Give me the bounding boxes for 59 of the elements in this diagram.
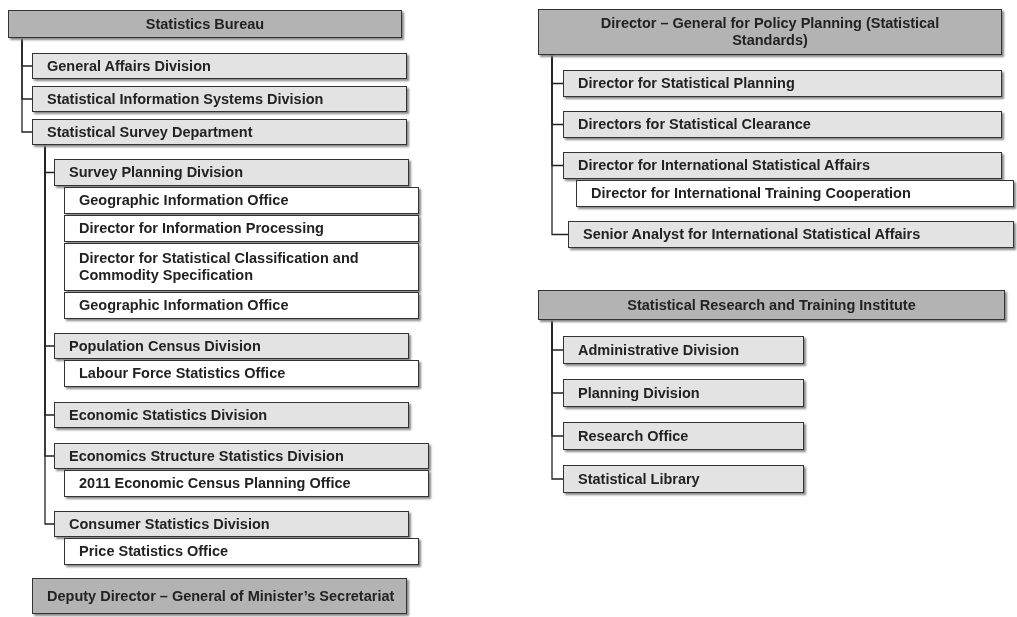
division-box xyxy=(563,465,804,493)
organization-box xyxy=(8,10,402,38)
unit-name: Director for Information Processing xyxy=(79,220,324,237)
division-box xyxy=(563,379,804,407)
unit-name: Planning Division xyxy=(578,384,700,402)
unit-name: Director – General for Policy Planning (Statistical Standards) xyxy=(600,15,940,49)
unit-name: Director for International Statistical Affairs xyxy=(578,157,870,174)
unit-name: Director for Statistical Planning xyxy=(578,75,795,92)
division-box xyxy=(563,422,804,450)
connector-line xyxy=(551,54,569,236)
office-box xyxy=(64,538,419,565)
office-box xyxy=(64,215,419,242)
unit-name: Directors for Statistical Clearance xyxy=(578,116,811,133)
unit-name: Deputy Director – General of Minister’s Secretariat xyxy=(47,587,395,605)
unit-name: Population Census Division xyxy=(69,337,261,355)
organization-box xyxy=(538,9,1002,55)
unit-name: Economics Structure Statistics Division xyxy=(69,447,344,465)
unit-name: General Affairs Division xyxy=(47,57,211,75)
division-box xyxy=(54,402,409,428)
division-box xyxy=(563,152,1002,179)
unit-name: Senior Analyst for International Statistical Affairs xyxy=(583,226,921,243)
unit-name: Administrative Division xyxy=(578,341,740,359)
organization-box xyxy=(32,578,407,614)
division-box xyxy=(32,86,407,112)
unit-name: Geographic Information Office xyxy=(79,192,289,209)
division-box xyxy=(54,511,409,537)
connector-line xyxy=(21,37,33,133)
unit-name: Geographic Information Office xyxy=(79,297,289,314)
connector-line xyxy=(551,319,564,480)
office-box xyxy=(64,292,419,319)
office-box xyxy=(64,470,429,497)
unit-name: Statistical Research and Training Institute xyxy=(627,296,916,314)
unit-name: Statistical Survey Department xyxy=(47,123,253,141)
organization-box xyxy=(538,290,1005,320)
unit-name: Labour Force Statistics Office xyxy=(79,365,286,382)
unit-name: Economic Statistics Division xyxy=(69,406,268,424)
division-box xyxy=(563,70,1002,97)
office-box xyxy=(64,360,419,387)
unit-name: Survey Planning Division xyxy=(69,164,244,181)
division-box xyxy=(563,336,804,364)
office-box xyxy=(64,243,419,291)
division-box xyxy=(32,119,407,145)
division-box xyxy=(54,159,409,186)
division-box xyxy=(568,221,1014,248)
unit-name: 2011 Economic Census Planning Office xyxy=(79,475,351,492)
division-box xyxy=(54,333,409,359)
division-box xyxy=(32,53,407,79)
unit-name: Research Office xyxy=(578,427,689,445)
division-box xyxy=(54,443,429,469)
unit-name: Consumer Statistics Division xyxy=(69,515,270,533)
unit-name: Statistics Bureau xyxy=(145,15,265,33)
office-box xyxy=(64,187,419,214)
unit-name: Director for Statistical Classification and Commodity Specification xyxy=(79,250,360,284)
office-box xyxy=(576,180,1014,207)
unit-name: Director for International Training Cooperation xyxy=(591,185,911,202)
unit-name: Price Statistics Office xyxy=(79,543,229,560)
unit-name: Statistical Information Systems Division xyxy=(47,90,324,108)
unit-name: Statistical Library xyxy=(578,470,700,488)
division-box xyxy=(563,111,1002,138)
